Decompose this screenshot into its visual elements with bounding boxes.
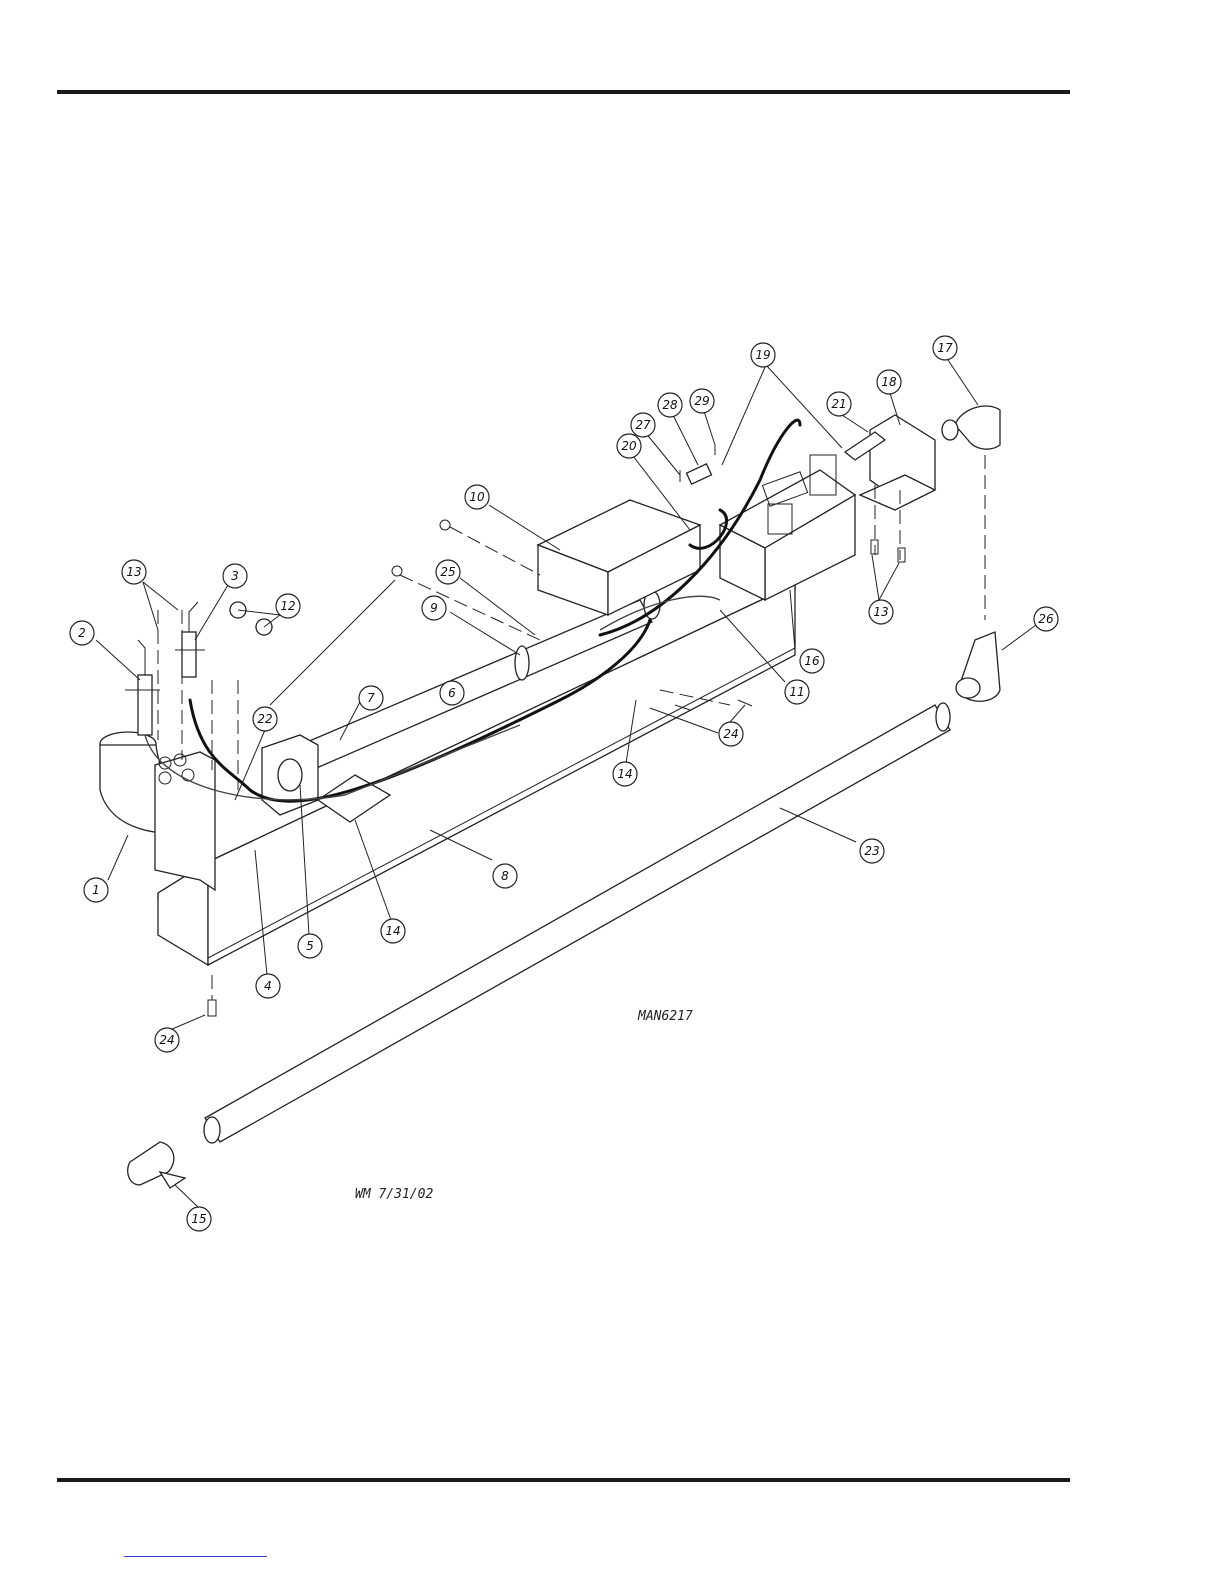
callout-23: 23 (860, 839, 884, 863)
callout-24-left: 24 (155, 1028, 179, 1052)
svg-text:14: 14 (385, 924, 400, 938)
svg-text:13: 13 (126, 565, 141, 579)
callout-14-right: 14 (613, 762, 637, 786)
svg-text:24: 24 (723, 727, 738, 741)
callout-26: 26 (1034, 607, 1058, 631)
svg-text:22: 22 (257, 712, 272, 726)
svg-text:21: 21 (831, 397, 846, 411)
svg-text:20: 20 (621, 439, 637, 453)
svg-text:11: 11 (789, 685, 804, 699)
gas-valve-box (538, 500, 700, 615)
callout-5: 5 (298, 934, 322, 958)
callout-16: 16 (800, 649, 824, 673)
callout-7: 7 (359, 686, 383, 710)
svg-text:23: 23 (864, 844, 879, 858)
svg-text:1: 1 (92, 883, 100, 897)
svg-text:19: 19 (755, 348, 770, 362)
grommets (230, 602, 272, 635)
svg-text:3: 3 (231, 569, 239, 583)
svg-text:25: 25 (440, 565, 455, 579)
svg-text:15: 15 (191, 1212, 206, 1226)
svg-text:17: 17 (937, 341, 953, 355)
burner-channel (158, 584, 795, 965)
pipe-clamp (128, 1142, 185, 1188)
callout-29: 29 (690, 389, 714, 413)
callout-2: 2 (70, 621, 94, 645)
union-elbow (956, 632, 1000, 701)
svg-text:8: 8 (501, 869, 509, 883)
callout-10: 10 (465, 485, 489, 509)
ignition-control-module (720, 455, 855, 600)
svg-text:5: 5 (306, 939, 314, 953)
callout-27: 27 (631, 413, 655, 437)
svg-text:27: 27 (635, 418, 651, 432)
callout-4: 4 (256, 974, 280, 998)
svg-text:18: 18 (881, 375, 897, 389)
callout-19: 19 (751, 343, 775, 367)
callout-8: 8 (493, 864, 517, 888)
callout-25: 25 (436, 560, 460, 584)
callout-6: 6 (440, 681, 464, 705)
svg-text:14: 14 (617, 767, 632, 781)
svg-text:29: 29 (694, 394, 709, 408)
callout-22: 22 (253, 707, 277, 731)
callout-1: 1 (84, 878, 108, 902)
callout-14-left: 14 (381, 919, 405, 943)
elbow-fitting-top (942, 406, 1000, 449)
burner-venturi (100, 732, 215, 890)
callout-15: 15 (187, 1207, 211, 1231)
svg-text:26: 26 (1038, 612, 1054, 626)
svg-text:28: 28 (662, 398, 678, 412)
callout-24-right: 24 (719, 722, 743, 746)
callout-28: 28 (658, 393, 682, 417)
flame-sensor (175, 602, 205, 677)
igniter-electrode (125, 640, 160, 735)
svg-text:9: 9 (430, 601, 438, 615)
svg-text:7: 7 (367, 691, 375, 705)
callout-21: 21 (827, 392, 851, 416)
callout-18: 18 (877, 370, 901, 394)
drawing-code: MAN6217 (637, 1009, 693, 1024)
svg-text:2: 2 (78, 626, 86, 640)
callout-13-right: 13 (869, 600, 893, 624)
svg-text:16: 16 (804, 654, 820, 668)
callout-12: 12 (276, 594, 300, 618)
callout-13-left: 13 (122, 560, 146, 584)
callout-20: 20 (617, 434, 641, 458)
callout-11: 11 (785, 680, 809, 704)
svg-text:4: 4 (264, 979, 272, 993)
callout-3: 3 (223, 564, 247, 588)
svg-text:10: 10 (469, 490, 485, 504)
revision-note: WM 7/31/02 (355, 1187, 433, 1202)
callout-17: 17 (933, 336, 957, 360)
svg-text:13: 13 (873, 605, 888, 619)
svg-text:6: 6 (448, 686, 456, 700)
callout-9: 9 (422, 596, 446, 620)
svg-text:24: 24 (159, 1033, 174, 1047)
mounting-bracket (860, 415, 935, 510)
svg-text:12: 12 (280, 599, 295, 613)
